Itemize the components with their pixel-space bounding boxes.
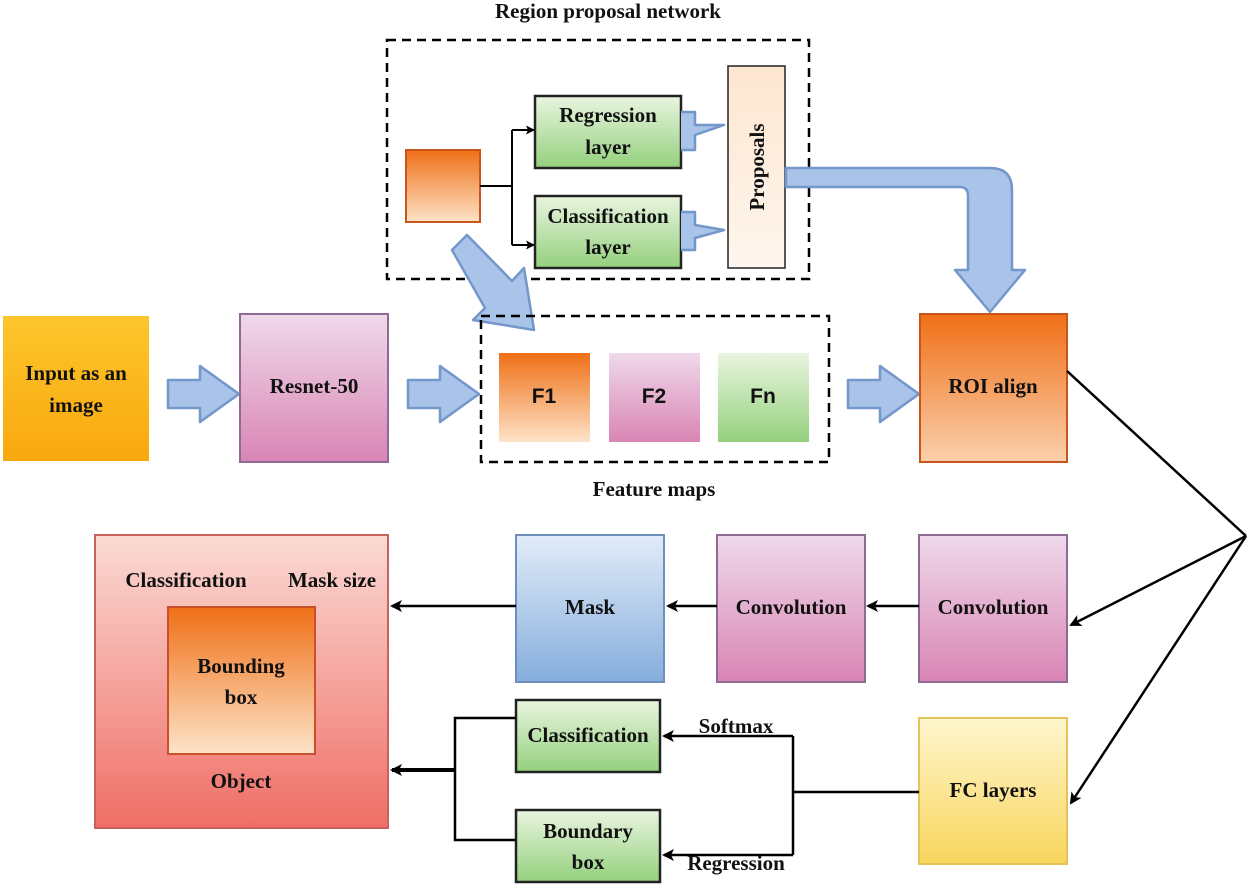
- classification-to-proposals-arrow: [681, 210, 726, 252]
- roi-align-label: ROI align: [948, 374, 1038, 398]
- regression-layer-label-1: Regression: [559, 103, 657, 127]
- fc-split-connector: [791, 736, 919, 855]
- roi-to-split-line: [1066, 370, 1247, 537]
- feature-maps-to-roi-arrow: [846, 364, 921, 424]
- rpn-branch-connector: [480, 130, 513, 245]
- feature-map-fn: [718, 353, 809, 442]
- regression-label: Regression: [687, 851, 785, 875]
- convolution-right-label: Convolution: [938, 595, 1049, 619]
- boundary-box-label-1: Boundary: [543, 819, 633, 843]
- bounding-box-label-2: box: [225, 685, 258, 709]
- output-classification-label: Classification: [125, 568, 247, 592]
- bounding-box-label-1: Bounding: [197, 654, 285, 678]
- input-label-2: image: [49, 393, 103, 417]
- roi-align-box: [919, 313, 1068, 463]
- input-to-resnet-arrow: [166, 364, 241, 424]
- resnet-to-feature-maps-arrow: [406, 364, 481, 424]
- convolution-right-box: [918, 534, 1068, 683]
- boundary-box-label-2: box: [572, 850, 605, 874]
- convolution-left-label: Convolution: [736, 595, 847, 619]
- resnet-label: Resnet-50: [270, 374, 359, 398]
- heads-merge-connector: [453, 716, 516, 842]
- rpn-title: Region proposal network: [495, 0, 721, 23]
- boundary-box-head-box: [514, 808, 662, 884]
- feature-maps-caption: Feature maps: [593, 477, 716, 501]
- rpn-anchor-box: [405, 149, 481, 223]
- input-label-1: Input as an: [25, 361, 127, 385]
- feature-map-f2-label: F2: [642, 385, 667, 408]
- regression-layer-label-2: layer: [585, 135, 630, 159]
- softmax-label: Softmax: [699, 714, 774, 738]
- classification-head-label: Classification: [527, 723, 649, 747]
- classification-head-box: [514, 698, 662, 774]
- feature-map-f2: [609, 353, 700, 442]
- regression-layer-box: [533, 94, 683, 170]
- proposals-label: Proposals: [745, 123, 769, 210]
- rpn-to-feature-maps-arrow: [450, 233, 536, 332]
- feature-map-f1: [499, 353, 590, 442]
- convolution-left-box: [716, 534, 866, 683]
- output-mask-size-label: Mask size: [288, 568, 376, 592]
- split-to-fc-arrow: [1069, 535, 1248, 805]
- proposals-box: [727, 65, 786, 269]
- mask-box: [515, 534, 665, 683]
- mask-label: Mask: [565, 595, 615, 619]
- proposals-to-roi-arrow: [784, 166, 1027, 314]
- output-object-label: Object: [211, 769, 272, 793]
- fc-layers-label: FC layers: [950, 778, 1037, 802]
- input-image-box: [3, 316, 149, 461]
- split-to-convolution-arrow: [1069, 534, 1247, 627]
- resnet-box: [239, 313, 389, 463]
- regression-to-proposals-arrow: [681, 110, 726, 152]
- fc-layers-box: [918, 717, 1068, 865]
- classification-layer-label-2: layer: [585, 235, 630, 259]
- feature-map-fn-label: Fn: [750, 385, 776, 408]
- bounding-box-inner: [167, 606, 316, 755]
- feature-maps-frame: [479, 314, 831, 464]
- classification-layer-label-1: Classification: [547, 204, 669, 228]
- feature-map-f1-label: F1: [532, 385, 557, 408]
- rpn-dashed-frame: [385, 38, 811, 281]
